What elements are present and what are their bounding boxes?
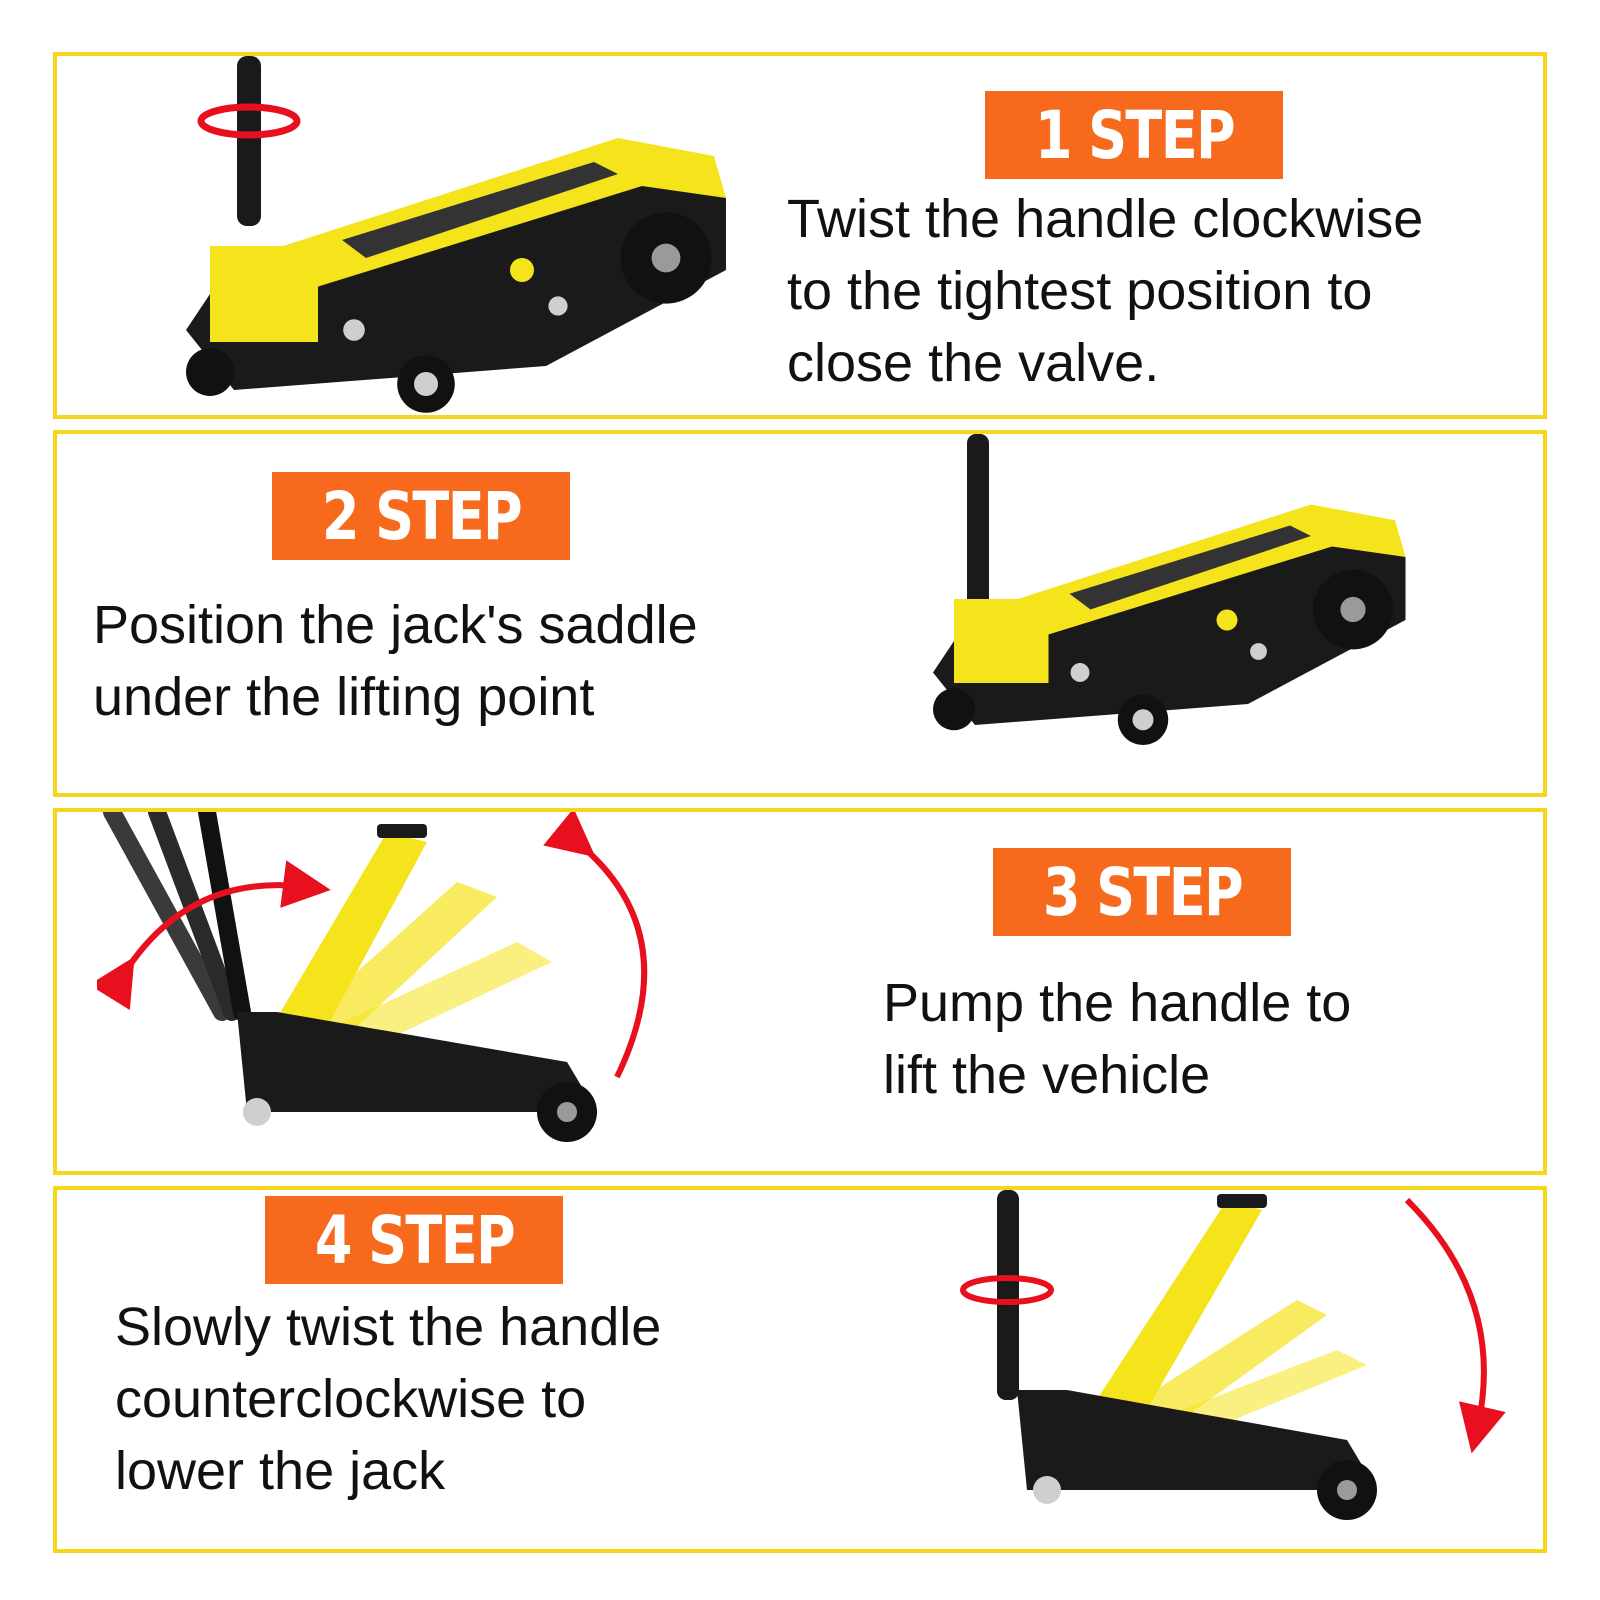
step-2-description: Position the jack's saddle under the lif… [93, 589, 698, 733]
step-4-line: lower the jack [115, 1441, 446, 1501]
step-1-line: close the valve. [787, 333, 1160, 393]
floor-jack-positioned-icon [933, 434, 1406, 745]
floor-jack-lowering-icon [960, 1190, 1506, 1520]
step-2-panel: 2 STEP Position the jack's saddle under … [53, 430, 1547, 797]
step-4-line: counterclockwise to [115, 1369, 587, 1429]
floor-jack-lifting-icon [97, 812, 648, 1142]
step-3-panel: 3 STEP Pump the handle to lift the vehic… [53, 808, 1547, 1175]
step-1-panel: 1 STEP Twist the handle clockwise to the… [53, 52, 1547, 419]
step-1-description: Twist the handle clockwise to the tighte… [787, 183, 1423, 399]
step-1-label: 1 STEP [1034, 96, 1235, 174]
step-2-line: under the lifting point [93, 667, 595, 727]
step-1-line: Twist the handle clockwise [787, 189, 1424, 249]
step-2-badge: 2 STEP [272, 472, 570, 560]
step-3-line: lift the vehicle [883, 1045, 1211, 1105]
step-3-line: Pump the handle to [883, 973, 1352, 1033]
step-3-badge: 3 STEP [993, 848, 1291, 936]
step-4-description: Slowly twist the handle counterclockwise… [115, 1291, 661, 1507]
step-2-line: Position the jack's saddle [93, 595, 698, 655]
step-1-line: to the tightest position to [787, 261, 1373, 321]
step-2-label: 2 STEP [321, 477, 522, 555]
step-4-label: 4 STEP [314, 1201, 515, 1279]
step-3-description: Pump the handle to lift the vehicle [883, 967, 1351, 1111]
step-4-line: Slowly twist the handle [115, 1297, 662, 1357]
step-4-panel: 4 STEP Slowly twist the handle countercl… [53, 1186, 1547, 1553]
floor-jack-closed-valve-icon [186, 56, 726, 413]
step-4-badge: 4 STEP [265, 1196, 563, 1284]
step-3-label: 3 STEP [1042, 853, 1243, 931]
step-1-badge: 1 STEP [985, 91, 1283, 179]
